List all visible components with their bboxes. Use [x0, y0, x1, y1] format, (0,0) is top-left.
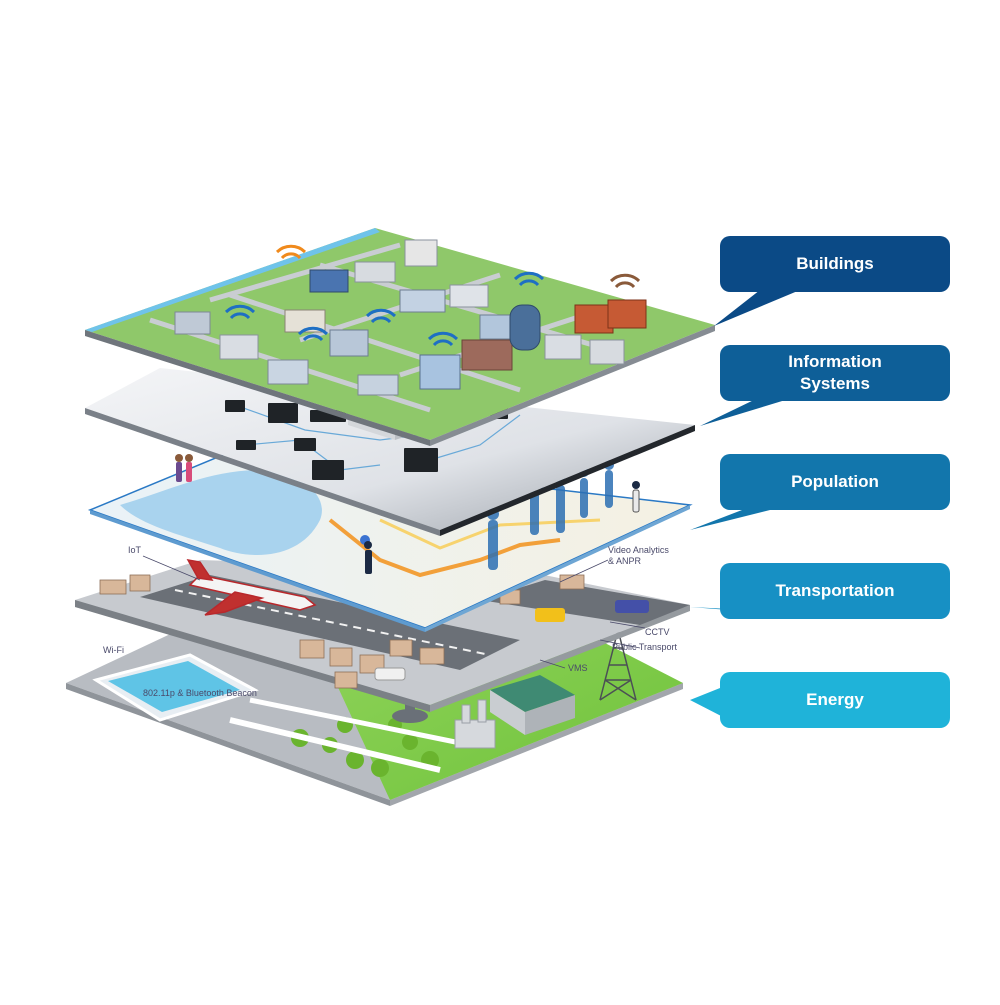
people — [175, 454, 640, 574]
wifi-label: Wi-Fi — [103, 645, 124, 655]
van — [374, 667, 406, 681]
pool — [108, 661, 240, 712]
annotation-lines — [142, 555, 646, 669]
callout-energy: Energy — [720, 672, 950, 728]
bus — [615, 600, 649, 613]
callout-transportation: Transportation — [720, 563, 950, 619]
airplane — [186, 559, 317, 616]
population-layer — [87, 451, 693, 632]
taxi — [535, 608, 565, 622]
power-plant — [454, 699, 496, 749]
callout-tails — [690, 290, 800, 718]
video-analytics-label: Video Analytics & ANPR — [608, 545, 671, 566]
buildings-layer — [85, 228, 715, 446]
vms-label: VMS — [568, 663, 588, 673]
callout-population: Population — [720, 454, 950, 510]
building-blocks — [174, 239, 647, 396]
beacon-label: 802.11p & Bluetooth Beacon — [143, 688, 257, 698]
callout-buildings: Buildings — [720, 236, 950, 292]
transportation-layer — [75, 559, 690, 712]
cctv-label: CCTV — [645, 627, 670, 637]
iot-label: IoT — [128, 545, 142, 555]
public-transport-label: Public Transport — [612, 642, 678, 652]
wifi-signal-icons — [224, 244, 641, 347]
warehouse — [490, 675, 575, 735]
